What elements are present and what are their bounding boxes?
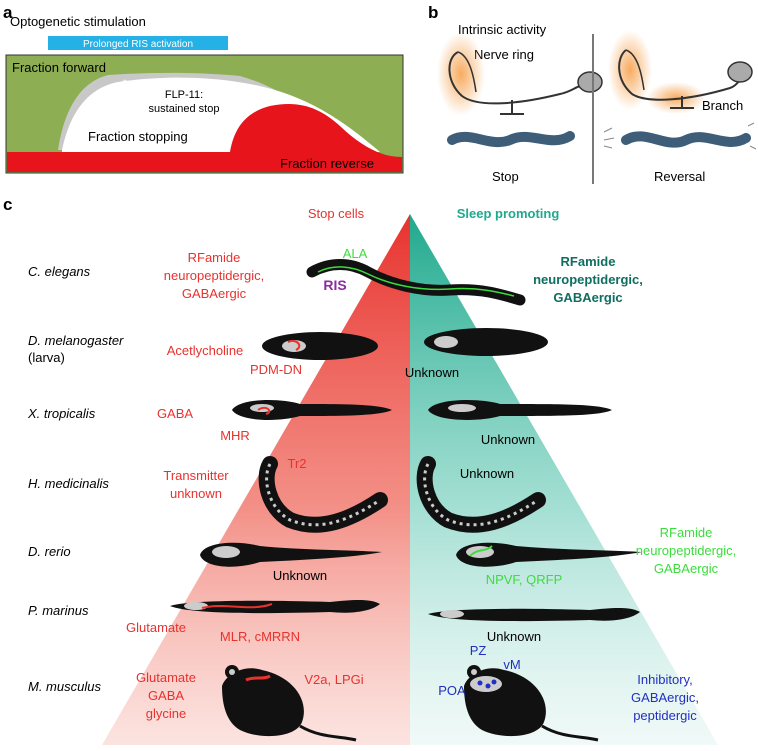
svg-text:GABA: GABA [157, 406, 193, 421]
svg-text:Glutamate: Glutamate [126, 620, 186, 635]
tadpole-left [232, 400, 392, 420]
svg-text:GABAergic: GABAergic [182, 286, 247, 301]
lamprey-left [170, 600, 380, 614]
larva-left [262, 332, 378, 360]
svg-text:unknown: unknown [170, 486, 222, 501]
svg-text:Acetlycholine: Acetlycholine [167, 343, 244, 358]
reversal-label: Reversal [654, 169, 705, 184]
zebrafish-right [456, 542, 642, 567]
fraction-reverse-label: Fraction reverse [280, 156, 374, 171]
svg-text:Unknown: Unknown [481, 432, 535, 447]
stop-cells-triangle [102, 214, 410, 745]
right-cell-body [727, 61, 753, 83]
panel-b-letter: b [428, 3, 438, 22]
row-x-tropicalis: GABA MHR Unknown [157, 400, 612, 447]
svg-text:MHR: MHR [220, 428, 250, 443]
fraction-forward-label: Fraction forward [12, 60, 106, 75]
svg-text:Glutamate: Glutamate [136, 670, 196, 685]
svg-text:NPVF, QRFP: NPVF, QRFP [486, 572, 563, 587]
row-m-musculus: Glutamate GABA glycine V2a, LPGi PZ vM P… [136, 643, 699, 742]
intrinsic-activity-label: Intrinsic activity [458, 22, 547, 37]
svg-text:neuropeptidergic,: neuropeptidergic, [636, 543, 736, 558]
svg-text:peptidergic: peptidergic [633, 708, 697, 723]
svg-text:MLR, cMRRN: MLR, cMRRN [220, 629, 300, 644]
prolonged-activation-label: Prolonged RIS activation [83, 39, 193, 50]
branch-label: Branch [702, 98, 743, 113]
species-x-tropicalis: X. tropicalis [27, 406, 96, 421]
left-neuron [448, 51, 581, 105]
svg-text:RFamide: RFamide [188, 250, 241, 265]
svg-text:neuropeptidergic,: neuropeptidergic, [533, 272, 643, 287]
species-d-rerio: D. rerio [28, 544, 71, 559]
species-d-melanogaster-sub: (larva) [28, 350, 65, 365]
svg-text:Unknown: Unknown [487, 629, 541, 644]
svg-text:vM: vM [503, 657, 520, 672]
reverse-region [7, 104, 402, 172]
nerve-ring-glow [437, 32, 485, 116]
svg-text:PZ: PZ [470, 643, 487, 658]
svg-text:Tr2: Tr2 [287, 456, 306, 471]
row-h-medicinalis: Transmitter unknown Tr2 Unknown [163, 456, 546, 533]
mouse-left [222, 668, 304, 737]
species-h-medicinalis: H. medicinalis [28, 476, 109, 491]
species-m-musculus: M. musculus [28, 679, 101, 694]
svg-text:RFamide: RFamide [660, 525, 713, 540]
svg-text:neuropeptidergic,: neuropeptidergic, [164, 268, 264, 283]
svg-text:Transmitter: Transmitter [163, 468, 229, 483]
svg-text:RFamide: RFamide [561, 254, 616, 269]
motion-lines [603, 122, 757, 150]
tadpole-right [428, 400, 612, 420]
zebrafish-left [200, 542, 382, 567]
species-c-elegans: C. elegans [28, 264, 91, 279]
branch-glow-left [608, 30, 652, 110]
row-c-elegans: RFamide neuropeptidergic, GABAergic ALA … [164, 246, 643, 306]
nerve-ring-label: Nerve ring [474, 47, 534, 62]
panel-c: c Stop cells Sleep promoting C. elegans … [3, 195, 736, 745]
svg-text:Unknown: Unknown [273, 568, 327, 583]
prolonged-activation-bar [48, 36, 228, 50]
species-p-marinus: P. marinus [28, 603, 89, 618]
panel-a: a Optogenetic stimulation Prolonged RIS … [3, 3, 404, 174]
ris-label: RIS [323, 277, 346, 293]
larva-right [424, 328, 548, 356]
svg-text:GABAergic: GABAergic [553, 290, 622, 305]
svg-text:Unknown: Unknown [460, 466, 514, 481]
row-d-melanogaster: Acetlycholine PDM-DN Unknown [167, 328, 548, 380]
row-d-rerio: Unknown NPVF, QRFP RFamide neuropeptider… [200, 525, 736, 587]
svg-text:GABA: GABA [148, 688, 184, 703]
svg-text:V2a, LPGi: V2a, LPGi [304, 672, 363, 687]
stop-worm [447, 131, 575, 148]
flp11-label-line1: FLP-11: [165, 89, 203, 101]
panel-a-letter: a [3, 3, 13, 22]
svg-text:Inhibitory,: Inhibitory, [637, 672, 692, 687]
panel-a-title: Optogenetic stimulation [10, 14, 146, 29]
panel-c-letter: c [3, 195, 12, 214]
right-neuron [618, 49, 741, 101]
stop-label: Stop [492, 169, 519, 184]
flp11-label-line2: sustained stop [149, 103, 220, 115]
lamprey-right [428, 608, 640, 622]
species-d-melanogaster: D. melanogaster [28, 333, 124, 348]
row-p-marinus: Glutamate MLR, cMRRN Unknown [126, 600, 640, 644]
svg-text:PDM-DN: PDM-DN [250, 362, 302, 377]
reversal-worm [621, 131, 751, 148]
svg-text:GABAergic: GABAergic [654, 561, 719, 576]
svg-text:glycine: glycine [146, 706, 186, 721]
ala-label: ALA [343, 246, 368, 261]
fraction-stopping-label: Fraction stopping [88, 129, 188, 144]
sleep-promoting-heading: Sleep promoting [457, 206, 560, 221]
svg-text:POA: POA [438, 683, 466, 698]
svg-text:Unknown: Unknown [405, 365, 459, 380]
svg-text:GABAergic,: GABAergic, [631, 690, 699, 705]
left-cell-body [577, 71, 603, 93]
panel-b: b Intrinsic activity Nerve ring Stop Bra… [428, 3, 757, 184]
stop-cells-heading: Stop cells [308, 206, 365, 221]
